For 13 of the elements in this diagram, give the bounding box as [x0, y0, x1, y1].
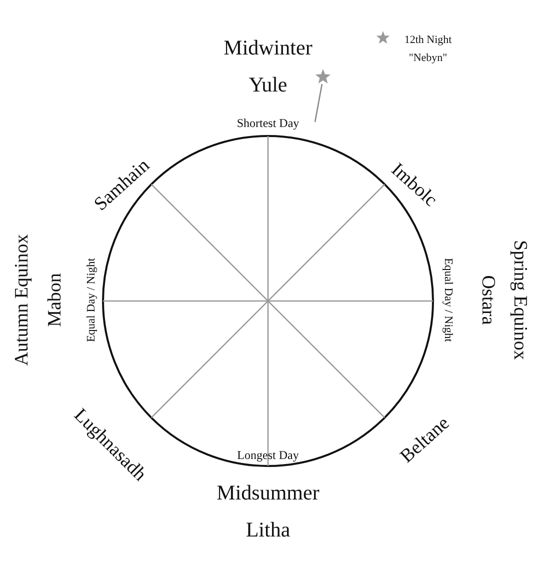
- day-label: Equal Day / Night: [441, 258, 453, 342]
- season-label: Midsummer: [216, 482, 320, 504]
- festival-label: Mabon: [46, 273, 64, 327]
- festival-label: Yule: [248, 74, 288, 96]
- day-label: Equal Day / Night: [86, 258, 98, 342]
- season-label: Autumn Equinox: [12, 234, 32, 366]
- day-label: Longest Day: [237, 449, 299, 461]
- day-label: Shortest Day: [236, 117, 300, 129]
- legend-text: 12th Night "Nebyn": [403, 33, 453, 66]
- festival-label: Litha: [246, 520, 290, 540]
- festival-label: Ostara: [478, 275, 498, 325]
- season-label: Spring Equinox: [510, 240, 530, 360]
- season-label: Midwinter: [224, 38, 312, 58]
